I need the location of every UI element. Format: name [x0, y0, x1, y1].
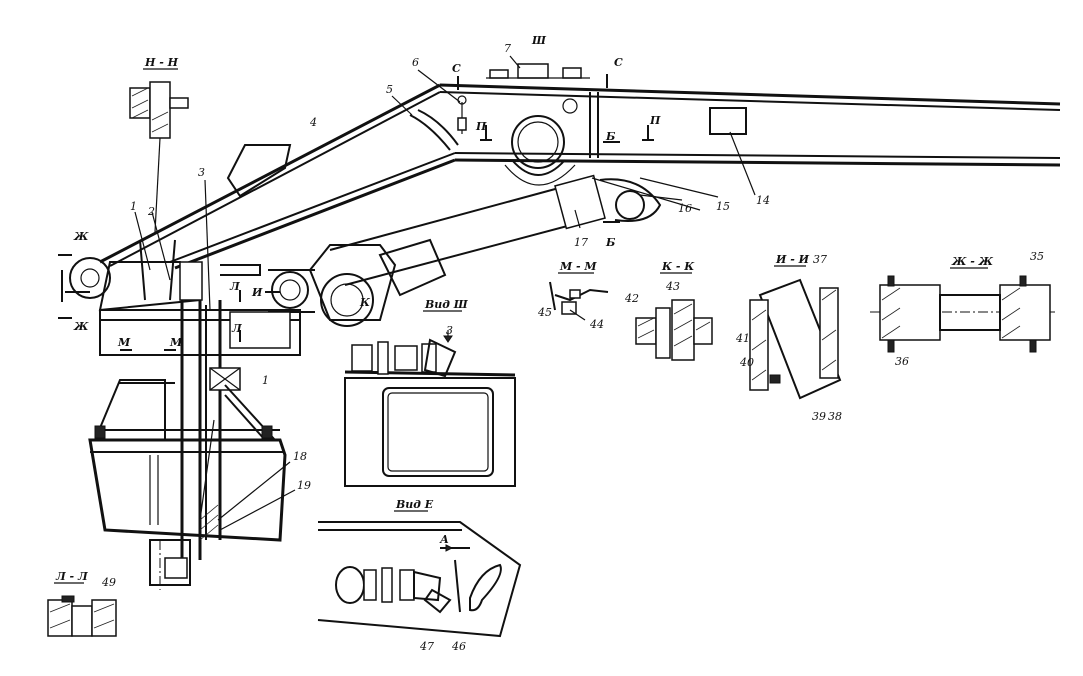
section-title-ii: И - И: [775, 253, 810, 266]
section-kk: [635, 299, 713, 361]
callout-1b: 1: [262, 374, 269, 387]
callout-17: 17: [574, 236, 588, 249]
cut-mark-l1: Л: [229, 280, 241, 293]
cut-mark-letters: Ш С С П П Б Б Ж Ж М М Л Л И К А: [73, 34, 661, 546]
callout-14: 14: [756, 194, 770, 207]
callout-39: 39: [812, 410, 826, 423]
cut-mark-a: А: [439, 533, 449, 546]
cut-mark-b2: Б: [605, 236, 616, 249]
section-ll: [47, 595, 117, 637]
cut-mark-b1: Б: [605, 130, 616, 143]
cut-mark-i1: И: [251, 286, 263, 299]
cut-mark-k: К: [359, 296, 371, 309]
callout-47: 47: [419, 640, 434, 653]
cut-mark-l2: Л: [231, 322, 243, 335]
view-sh: [344, 330, 516, 487]
section-ii: [749, 278, 842, 400]
callout-1: 1: [130, 200, 137, 213]
callout-37: 37: [813, 253, 827, 266]
view-e: [317, 521, 522, 638]
section-zhzh: [870, 275, 1055, 353]
callout-18: 18: [293, 450, 307, 463]
callout-2: 2: [147, 205, 155, 218]
callout-35: 35: [1030, 250, 1044, 263]
section-mm: [549, 281, 609, 321]
section-title-mm: М - М: [559, 260, 597, 273]
cut-mark-m1: М: [117, 336, 131, 349]
callout-6: 6: [412, 56, 419, 69]
cut-mark-p1: П: [475, 120, 487, 133]
callout-36: 36: [895, 355, 909, 368]
section-title-ll: Л - Л: [55, 570, 89, 583]
leader-lines: [134, 55, 756, 311]
boom-cylinder: [268, 174, 701, 327]
callout-46: 46: [451, 640, 466, 653]
callout-49: 49: [101, 576, 116, 589]
callout-45: 45: [537, 306, 552, 319]
callout-3b: 3: [446, 324, 453, 337]
callout-44: 44: [589, 318, 604, 331]
callout-19: 19: [297, 479, 311, 492]
cut-mark-m2: М: [169, 336, 183, 349]
view-title-e: Вид Е: [395, 498, 434, 511]
callout-5: 5: [386, 83, 393, 96]
view-title-sh: Вид Ш: [424, 298, 469, 311]
callout-4: 4: [309, 116, 317, 129]
cut-mark-s2: С: [614, 56, 623, 69]
tower-assembly: [58, 239, 301, 590]
callout-38: 38: [828, 410, 842, 423]
callout-16: 16: [678, 202, 692, 215]
callout-7: 7: [504, 42, 511, 55]
callout-3: 3: [198, 166, 205, 179]
cut-mark-zh2: Ж: [73, 320, 89, 333]
cut-mark-zh1: Ж: [73, 230, 89, 243]
section-title-nn: Н - Н: [144, 56, 179, 69]
cut-mark-p2: П: [649, 114, 661, 127]
cut-mark-sh: Ш: [531, 34, 547, 47]
section-titles: Н - Н М - М К - К И - И Ж - Ж Л - Л Вид …: [54, 56, 994, 584]
section-title-kk: К - К: [661, 260, 695, 273]
callout-15: 15: [716, 200, 730, 213]
callout-40: 40: [739, 356, 754, 369]
cut-mark-s1: С: [452, 62, 461, 75]
section-nn: [129, 81, 189, 233]
callout-numbers: 1 1 2 3 3 4 5 6 7 14 15 16 17 18 19 35 3…: [101, 42, 1044, 653]
callout-43: 43: [665, 280, 680, 293]
callout-42: 42: [624, 292, 639, 305]
main-boom: [99, 63, 1061, 270]
section-title-zhzh: Ж - Ж: [951, 255, 994, 268]
callout-41: 41: [735, 332, 750, 345]
